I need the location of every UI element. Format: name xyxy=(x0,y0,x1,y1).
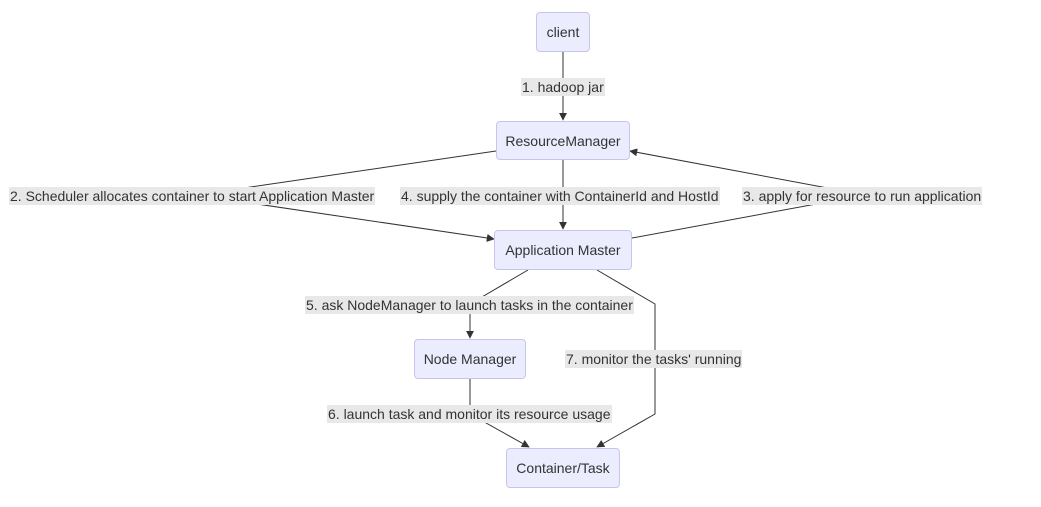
containertask-node-label: Container/Task xyxy=(516,460,610,476)
client-node: client xyxy=(536,12,590,52)
applicationmaster-node-label: Application Master xyxy=(505,242,621,258)
edge-label-6: 6. launch task and monitor its resource … xyxy=(327,405,612,423)
client-node-label: client xyxy=(546,24,580,40)
edge-label-5: 5. ask NodeManager to launch tasks in th… xyxy=(305,296,634,314)
nodemanager-node-label: Node Manager xyxy=(423,351,517,367)
nodemanager-node: Node Manager xyxy=(414,339,526,379)
resourcemanager-node: ResourceManager xyxy=(496,121,630,160)
edge-label-4: 4. supply the container with ContainerId… xyxy=(400,187,720,205)
applicationmaster-node: Application Master xyxy=(494,230,632,270)
edge-label-3: 3. apply for resource to run application xyxy=(742,187,983,205)
edge-label-2: 2. Scheduler allocates container to star… xyxy=(9,187,376,205)
resourcemanager-node-label: ResourceManager xyxy=(505,132,621,149)
containertask-node: Container/Task xyxy=(506,448,620,488)
edge-label-7: 7. monitor the tasks' running xyxy=(565,350,743,368)
edge-label-1: 1. hadoop jar xyxy=(521,78,605,96)
